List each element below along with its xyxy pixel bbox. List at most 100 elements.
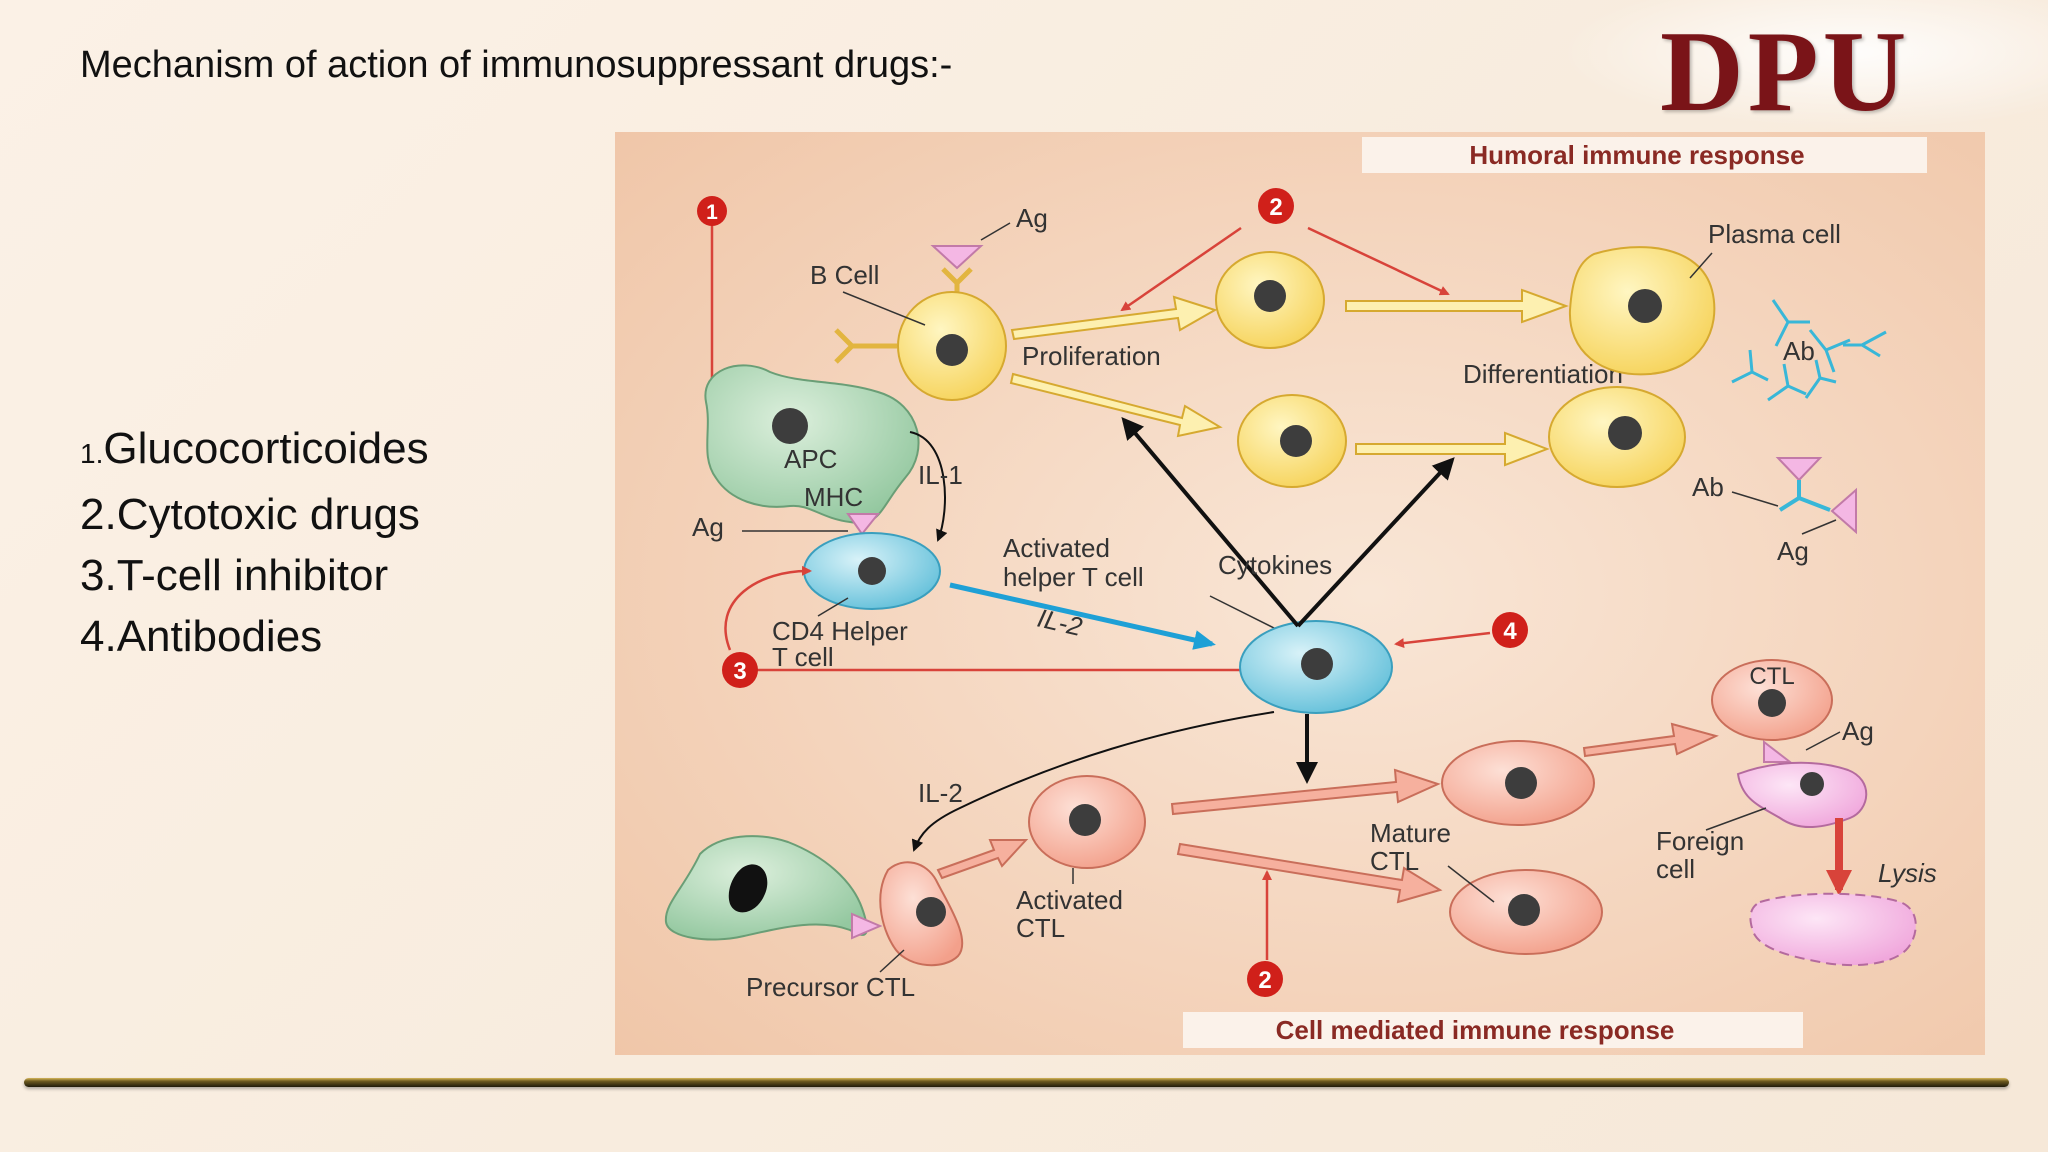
apc-cell	[704, 364, 920, 525]
b-cell-label: B Cell	[810, 260, 879, 290]
activated-ctl-label-line2: CTL	[1016, 913, 1065, 943]
marker-2-top-arrow-right	[1307, 226, 1450, 296]
proliferation-label: Proliferation	[1022, 341, 1161, 371]
humoral-header: Humoral immune response	[1469, 140, 1804, 170]
apc-label: APC	[784, 444, 837, 474]
b-cell-nucleus	[936, 334, 968, 366]
activated-helper-nucleus	[1301, 648, 1333, 680]
list-item-label: Glucocorticoides	[103, 424, 429, 473]
plasma-cell-pointer	[1689, 252, 1713, 279]
apc-nucleus	[772, 408, 808, 444]
marker-2-top-label: 2	[1269, 194, 1282, 221]
antigen-triangle-precursor	[851, 912, 883, 940]
antigen-triangle-foreign	[1763, 739, 1793, 763]
differentiation-arrow-upper	[1345, 288, 1569, 324]
precursor-ctl-pointer	[879, 949, 905, 973]
target-cell-nucleus	[728, 864, 768, 913]
list-item-number: 4.	[80, 612, 117, 661]
marker-2-top	[1258, 188, 1294, 224]
il2-black-curve	[911, 711, 1275, 852]
mature-ctl-pointer	[1447, 865, 1495, 903]
ab-mid-label: Ab	[1692, 472, 1724, 502]
plasma-cell-upper-nucleus	[1628, 289, 1662, 323]
mature-to-ctl-arrow	[1582, 722, 1719, 758]
activated-to-mature-arrow-upper	[1170, 768, 1441, 816]
activated-helper-pointer	[1209, 595, 1283, 633]
activated-to-mature-arrow-lower	[1176, 842, 1443, 904]
cell-mediated-header-box	[1183, 1012, 1803, 1048]
drug-list: 1.Glucocorticoides 2.Cytotoxic drugs 3.T…	[80, 418, 429, 667]
ag-ctl-pointer	[1805, 731, 1841, 751]
slide-title: Mechanism of action of immunosuppressant…	[80, 44, 953, 86]
ag-right-pointer	[1801, 519, 1837, 535]
antibody-cluster-top	[1731, 299, 1887, 402]
lysed-cell	[1749, 892, 1917, 967]
list-item-label: T-cell inhibitor	[116, 551, 389, 600]
ag-right-label: Ag	[1777, 536, 1809, 566]
marker-4-label: 4	[1503, 618, 1517, 645]
ctl-label: CTL	[1749, 663, 1794, 690]
il1-curve	[909, 431, 948, 542]
b-cell-pointer	[842, 291, 926, 326]
foreign-cell	[1736, 761, 1868, 829]
precursor-ctl-nucleus	[916, 897, 946, 927]
precursor-ctl-label: Precursor CTL	[746, 972, 915, 1002]
humoral-header-box	[1362, 137, 1927, 173]
marker-3-label: 3	[733, 658, 746, 685]
cell-mediated-header: Cell mediated immune response	[1276, 1015, 1675, 1045]
ab-ag-triangle-upper	[1775, 457, 1823, 482]
foreign-cell-nucleus	[1800, 772, 1824, 796]
cd4-label-line2: T cell	[772, 642, 834, 672]
mature-ctl-lower-nucleus	[1508, 894, 1540, 926]
marker-1	[697, 196, 727, 226]
ag-top-pointer	[980, 222, 1011, 241]
activated-helper-label-line2: helper T cell	[1003, 562, 1144, 592]
proliferation-arrow-upper	[1010, 295, 1218, 341]
foreign-cell-label-line2: cell	[1656, 854, 1695, 884]
marker-4	[1492, 612, 1528, 648]
differentiation-arrow-lower	[1355, 431, 1550, 467]
marker-2-top-arrow-left	[1120, 226, 1242, 312]
marker-2-bottom-label: 2	[1258, 967, 1271, 994]
activated-helper-label-line1: Activated	[1003, 533, 1110, 563]
activated-ctl-nucleus	[1069, 804, 1101, 836]
mature-ctl-label-line1: Mature	[1370, 818, 1451, 848]
antigen-triangle-apc	[846, 513, 881, 536]
antigen-triangle-top	[930, 245, 984, 270]
ab-top-label: Ab	[1783, 336, 1815, 366]
immune-response-diagram: Humoral immune response Cell mediated im…	[615, 132, 1985, 1055]
list-item: 2.Cytotoxic drugs	[80, 484, 429, 545]
il2-black-label: IL-2	[918, 778, 963, 808]
plasma-cell-lower-nucleus	[1608, 416, 1642, 450]
list-item: 4.Antibodies	[80, 606, 429, 667]
ab-ag-antibody	[1778, 480, 1831, 512]
list-item-number: 3.	[80, 551, 117, 600]
marker-3	[722, 652, 758, 688]
logo-glow	[1560, 0, 2048, 130]
footer-rule	[24, 1078, 2009, 1087]
marker-1-label: 1	[706, 201, 718, 224]
list-item-label: Cytotoxic drugs	[116, 490, 420, 539]
differentiation-label: Differentiation	[1463, 359, 1623, 389]
ab-mid-pointer	[1731, 491, 1779, 507]
dpu-logo: DPU	[1660, 8, 1911, 136]
cd4-pointer	[817, 597, 849, 617]
cytokines-label: Cytokines	[1218, 550, 1332, 580]
marker-4-arrow	[1394, 631, 1491, 649]
ag-ctl-label: Ag	[1842, 716, 1874, 746]
ag-left-label: Ag	[692, 512, 724, 542]
ctl-cell-nucleus	[1758, 689, 1786, 717]
proliferating-b-cell-lower-nucleus	[1280, 425, 1312, 457]
foreign-cell-pointer	[1705, 807, 1767, 831]
list-item-number: 1.	[80, 438, 104, 469]
plasma-cell-label: Plasma cell	[1708, 219, 1841, 249]
marker-3-curve	[724, 565, 812, 651]
list-item-label: Antibodies	[116, 612, 323, 661]
cd4-helper-nucleus	[858, 557, 886, 585]
proliferation-arrow-lower	[1009, 372, 1223, 438]
marker-2-bottom	[1247, 961, 1283, 997]
lysis-label: Lysis	[1878, 858, 1937, 888]
list-item: 1.Glucocorticoides	[80, 418, 429, 484]
cytokines-arrow-right	[1296, 457, 1455, 628]
list-item-number: 2.	[80, 490, 117, 539]
